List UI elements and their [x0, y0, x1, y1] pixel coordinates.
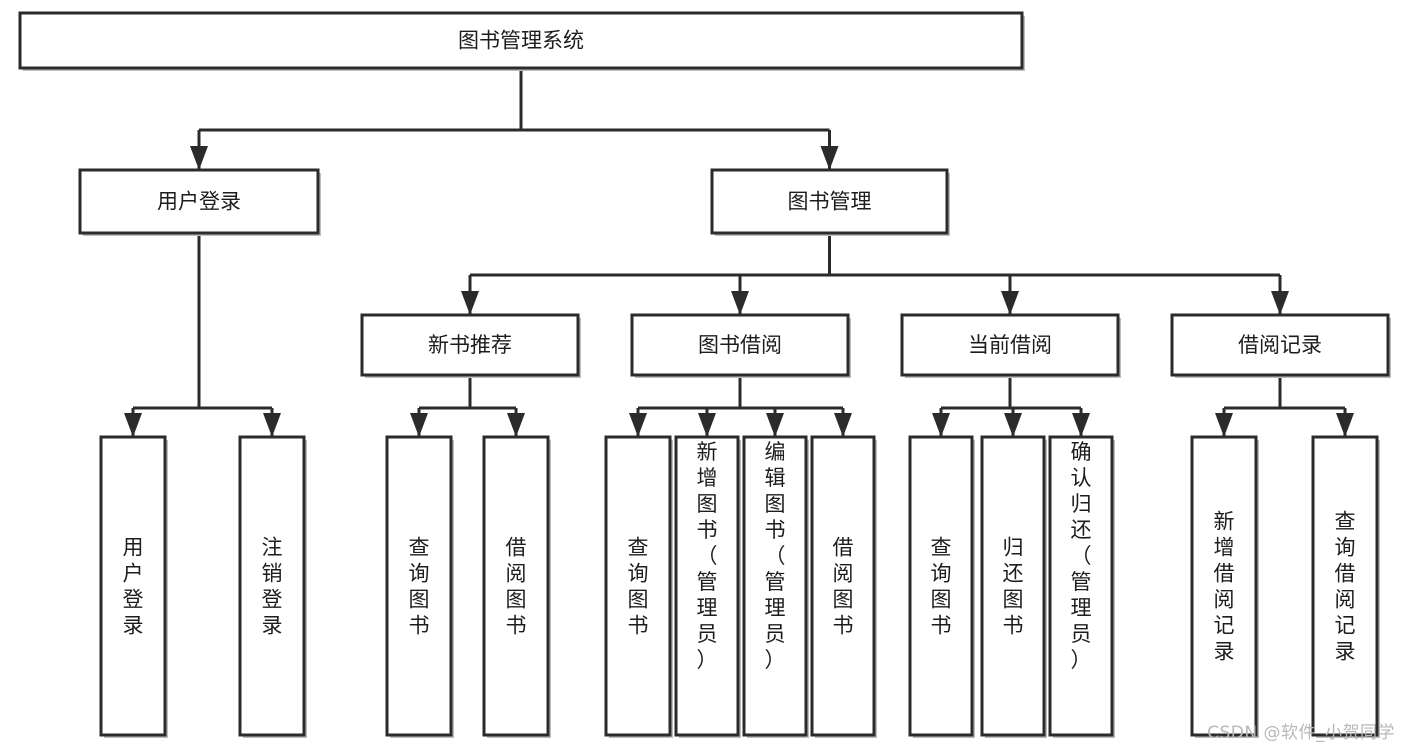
node-leaf-add-borrow-record-rect[interactable]: [1190, 435, 1258, 737]
leafgrp-book-borrow-arrow-0: [629, 413, 647, 437]
node-leaf-add-borrow-record[interactable]: 新增借阅记录: [1190, 435, 1259, 738]
node-leaf-query-book-borrow[interactable]: 查询图书: [604, 435, 673, 738]
node-level2-book-management[interactable]: 图书管理: [710, 168, 950, 236]
watermark-label: CSDN @软件_小贺同学: [1207, 723, 1395, 743]
node-level3-new-book-recommend-rect[interactable]: [360, 313, 580, 377]
node-leaf-edit-book-admin-label: 编辑图书（管理员）: [765, 440, 786, 672]
leafgrp-borrow-records-arrow-1: [1336, 413, 1354, 437]
root-arrow-1: [820, 146, 839, 170]
connector-layer: [124, 68, 1354, 437]
node-level3-book-borrow-label: 图书借阅: [698, 333, 782, 357]
node-leaf-borrow-book-recommend[interactable]: 借阅图书: [482, 435, 551, 738]
node-leaf-query-book-current[interactable]: 查询图书: [908, 435, 975, 738]
node-leaf-borrow-book-recommend-label: 借阅图书: [506, 535, 527, 637]
node-leaf-borrow-book-rect[interactable]: [810, 435, 876, 737]
leafgrp-borrow-records-arrow-0: [1215, 413, 1233, 437]
node-level3-new-book-recommend[interactable]: 新书推荐: [360, 313, 581, 378]
node-level3-book-borrow-rect[interactable]: [630, 313, 850, 377]
node-leaf-query-book-recommend-rect[interactable]: [385, 435, 453, 737]
node-leaf-user-login[interactable]: 用户登录: [99, 435, 168, 738]
leafgrp-book-borrow-arrow-1: [698, 413, 716, 437]
node-leaf-query-book-borrow-rect[interactable]: [604, 435, 672, 737]
node-level3-borrow-records-label: 借阅记录: [1238, 333, 1322, 357]
node-root-label: 图书管理系统: [458, 29, 584, 53]
leafgrp-new-book-recommend-arrow-1: [507, 413, 525, 437]
node-leaf-return-book-label: 归还图书: [1003, 535, 1024, 637]
leafgrp-book-borrow-arrow-3: [834, 413, 852, 437]
node-level3-current-borrow-rect[interactable]: [900, 313, 1120, 377]
node-leaf-query-borrow-record-label: 查询借阅记录: [1335, 509, 1356, 663]
node-leaf-borrow-book-recommend-rect[interactable]: [482, 435, 550, 737]
node-leaf-query-book-current-label: 查询图书: [931, 535, 952, 637]
node-leaf-add-book-admin[interactable]: 新增图书（管理员）: [674, 435, 741, 738]
node-leaf-borrow-book-label: 借阅图书: [833, 535, 854, 637]
node-leaf-query-borrow-record-rect[interactable]: [1311, 435, 1379, 737]
node-layer: 图书管理系统用户登录图书管理新书推荐图书借阅当前借阅借阅记录用户登录注销登录查询…: [18, 11, 1391, 738]
node-root-rect[interactable]: [18, 11, 1024, 70]
node-leaf-user-logout-rect[interactable]: [238, 435, 306, 737]
bookmgmt-arrow-0: [461, 291, 479, 315]
node-level2-book-management-label: 图书管理: [788, 190, 872, 214]
node-level2-user-login[interactable]: 用户登录: [78, 168, 321, 236]
leafgrp-current-borrow-arrow-1: [1004, 413, 1022, 437]
node-leaf-borrow-book[interactable]: 借阅图书: [810, 435, 877, 738]
leafgrp-book-borrow-arrow-2: [766, 413, 784, 437]
node-leaf-user-login-label: 用户登录: [123, 535, 144, 637]
node-leaf-confirm-return-admin-label: 确认归还（管理员）: [1071, 440, 1092, 672]
node-level2-user-login-rect[interactable]: [78, 168, 320, 235]
bookmgmt-arrow-1: [731, 291, 749, 315]
leafgrp-current-borrow-arrow-0: [932, 413, 950, 437]
node-leaf-add-book-admin-label: 新增图书（管理员）: [697, 440, 718, 672]
node-leaf-query-borrow-record[interactable]: 查询借阅记录: [1311, 435, 1380, 738]
node-level2-book-management-rect[interactable]: [710, 168, 949, 235]
root-arrow-0: [190, 146, 208, 170]
node-level3-current-borrow-label: 当前借阅: [968, 333, 1052, 357]
node-root[interactable]: 图书管理系统: [18, 11, 1025, 71]
node-level3-borrow-records-rect[interactable]: [1170, 313, 1390, 377]
node-leaf-edit-book-admin[interactable]: 编辑图书（管理员）: [742, 435, 809, 738]
node-leaf-edit-book-admin-rect[interactable]: [742, 435, 808, 737]
bookmgmt-arrow-3: [1271, 291, 1289, 315]
node-leaf-query-book-recommend[interactable]: 查询图书: [385, 435, 454, 738]
leafgrp-new-book-recommend-arrow-0: [410, 413, 428, 437]
node-leaf-add-book-admin-rect[interactable]: [674, 435, 740, 737]
node-leaf-user-logout[interactable]: 注销登录: [238, 435, 307, 738]
node-leaf-return-book-rect[interactable]: [980, 435, 1046, 737]
node-leaf-confirm-return-admin-rect[interactable]: [1048, 435, 1114, 737]
node-level3-book-borrow[interactable]: 图书借阅: [630, 313, 851, 378]
node-level2-user-login-label: 用户登录: [157, 190, 241, 214]
node-leaf-user-login-rect[interactable]: [99, 435, 167, 737]
node-level3-new-book-recommend-label: 新书推荐: [428, 333, 512, 357]
node-leaf-user-logout-label: 注销登录: [262, 535, 283, 637]
node-leaf-query-book-current-rect[interactable]: [908, 435, 974, 737]
leafgrp-current-borrow-arrow-2: [1072, 413, 1090, 437]
node-leaf-query-book-borrow-label: 查询图书: [628, 535, 649, 637]
node-level3-current-borrow[interactable]: 当前借阅: [900, 313, 1121, 378]
node-leaf-query-book-recommend-label: 查询图书: [409, 535, 430, 637]
leafgrp-user-login-arrow-1: [263, 413, 281, 437]
node-level3-borrow-records[interactable]: 借阅记录: [1170, 313, 1391, 378]
bookmgmt-arrow-2: [1001, 291, 1019, 315]
leafgrp-user-login-arrow-0: [124, 413, 142, 437]
node-leaf-add-borrow-record-label: 新增借阅记录: [1214, 509, 1235, 663]
node-leaf-return-book[interactable]: 归还图书: [980, 435, 1047, 738]
node-leaf-confirm-return-admin[interactable]: 确认归还（管理员）: [1048, 435, 1115, 738]
